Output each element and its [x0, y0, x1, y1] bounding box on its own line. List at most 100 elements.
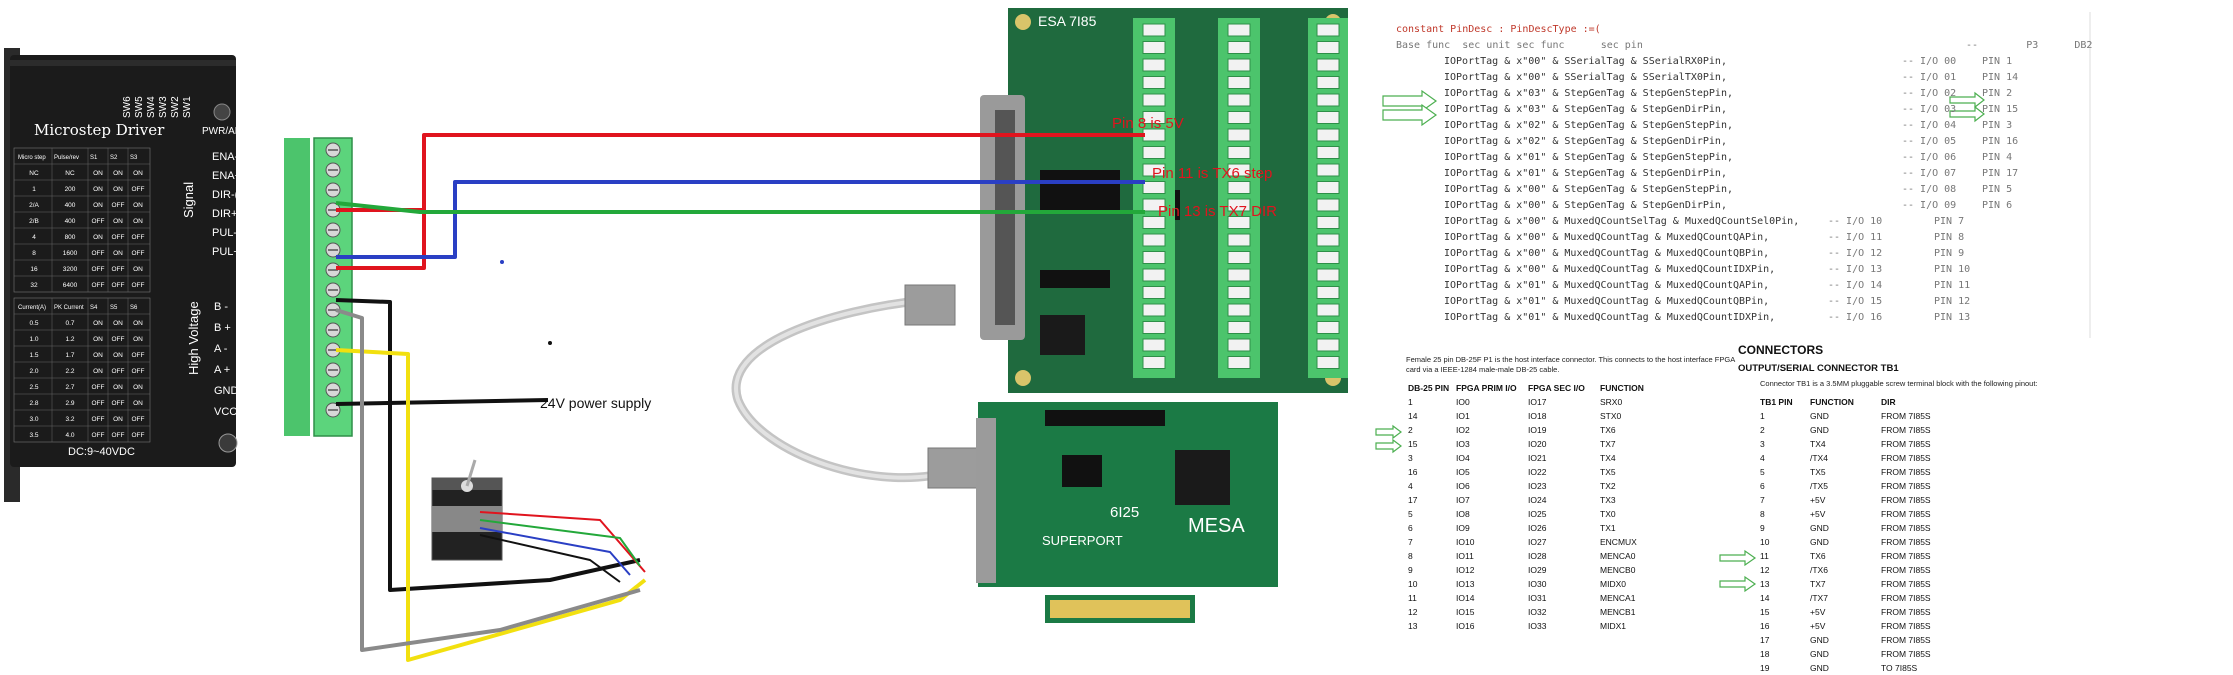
db25-cell: IO15: [1456, 607, 1475, 617]
driver-table-cell: ON: [93, 234, 103, 241]
db25-cell: 17: [1408, 495, 1418, 505]
db25-cell: IO31: [1528, 593, 1547, 603]
code-line: IOPortTag & x"00" & MuxedQCountTag & Mux…: [1444, 262, 1970, 278]
pin-description-code: constant PinDesc : PinDescType :=( Base …: [1396, 22, 2096, 342]
arrow-tb1-13: [1719, 575, 1757, 593]
wire-blue-step: [336, 180, 1145, 259]
tb1-cell: /TX6: [1810, 565, 1828, 575]
driver-table-cell: ON: [113, 416, 123, 423]
code-line-comment: -- I/O 09: [1902, 200, 1957, 211]
driver-table-cell: OFF: [92, 384, 105, 391]
tb1-cell: FROM 7I85S: [1881, 607, 1931, 617]
hv-pin-label: A -: [214, 343, 228, 355]
tb1-cell: +5V: [1810, 607, 1826, 617]
signal-pin-label: DIR+(+5V): [212, 208, 265, 220]
code-line-text: IOPortTag & x"01" & MuxedQCountTag & Mux…: [1444, 296, 1770, 307]
tb1-cell: 11: [1760, 551, 1769, 561]
tb1-cell: /TX7: [1810, 593, 1828, 603]
code-line-pin: PIN 11: [1934, 280, 1971, 291]
db25-cell: 13: [1408, 621, 1418, 631]
driver-table-cell: ON: [113, 170, 123, 177]
driver-table-header: Current(A): [18, 305, 46, 311]
driver-table-cell: OFF: [112, 368, 125, 375]
stepper-motor: [431, 459, 503, 561]
db25-cell: IO18: [1528, 411, 1547, 421]
db25-cell: 2: [1408, 425, 1413, 435]
tb1-cell: FROM 7I85S: [1881, 453, 1931, 463]
wire-red-5v-jumper: [336, 210, 426, 270]
tb1-cell: /TX4: [1810, 453, 1828, 463]
db25-cell: IO21: [1528, 453, 1547, 463]
driver-table-cell: 4.0: [65, 432, 74, 439]
code-line: IOPortTag & x"01" & MuxedQCountTag & Mux…: [1444, 310, 1970, 326]
mesa-6i25-board: 6I25 MESA SUPERPORT: [976, 402, 1278, 623]
code-line: IOPortTag & x"03" & StepGenTag & StepGen…: [1444, 86, 2012, 102]
driver-table-cell: 400: [65, 202, 76, 209]
code-line-text: IOPortTag & x"01" & MuxedQCountTag & Mux…: [1444, 280, 1770, 291]
code-header-right: -- P3 DB2: [1966, 40, 2093, 51]
driver-table-cell: ON: [133, 384, 143, 391]
driver-table-header: S5: [110, 305, 118, 311]
code-line-pin: PIN 14: [1982, 72, 2019, 83]
tb1-cell: +5V: [1810, 495, 1826, 505]
signal-pin-label: ENA-(ENA): [212, 151, 268, 163]
driver-table-cell: 2.8: [29, 400, 38, 407]
wire-motor-green: [479, 519, 641, 567]
db25-cell: IO6: [1456, 481, 1470, 491]
driver-table-cell: OFF: [112, 234, 125, 241]
driver-table-cell: 1600: [63, 250, 78, 257]
code-line-comment: -- I/O 01: [1902, 72, 1957, 83]
dip-switch-label: SW3: [158, 96, 169, 118]
code-line-pin: PIN 4: [1982, 152, 2013, 163]
tb1-cell: FROM 7I85S: [1881, 467, 1931, 477]
tb1-cell: 12: [1760, 565, 1770, 575]
db25-cell: TX3: [1600, 495, 1616, 505]
driver-table-cell: OFF: [92, 250, 105, 257]
driver-table-cell: 2.0: [29, 368, 38, 375]
wire-black-gnd: [335, 398, 549, 406]
wire-motor-black: [479, 534, 621, 583]
db25-cell: IO19: [1528, 425, 1547, 435]
db25-cell: IO13: [1456, 579, 1475, 589]
driver-table-header: PK Current: [54, 305, 84, 311]
driver-table-cell: OFF: [132, 352, 145, 359]
arrow-db25-2: [1375, 424, 1402, 440]
db25-cell: IO29: [1528, 565, 1547, 575]
tb1-cell: 4: [1760, 453, 1765, 463]
code-line-comment: -- I/O 11: [1828, 232, 1883, 243]
arrow-code-pin15: [1382, 103, 1438, 127]
board-6i25-superport: SUPERPORT: [1042, 533, 1123, 548]
tb1-cell: 10: [1760, 537, 1770, 547]
code-line: IOPortTag & x"00" & StepGenTag & StepGen…: [1444, 182, 2012, 198]
tb1-cell: GND: [1810, 663, 1829, 673]
db25-cell: IO27: [1528, 537, 1547, 547]
driver-table-cell: ON: [93, 186, 103, 193]
driver-table-cell: 2.9: [65, 400, 74, 407]
arrow-db2-pin15: [1949, 105, 1985, 123]
db25-cell: TX2: [1600, 481, 1616, 491]
db25-cable: [731, 284, 979, 489]
tb1-cell: 15: [1760, 607, 1770, 617]
driver-table-cell: ON: [93, 336, 103, 343]
driver-table-cell: ON: [113, 320, 123, 327]
pwr-alarm-label: PWR/ALARM: [202, 126, 263, 137]
driver-table-cell: ON: [133, 336, 143, 343]
code-line-text: IOPortTag & x"00" & MuxedQCountTag & Mux…: [1444, 264, 1776, 275]
code-line-comment: -- I/O 10: [1828, 216, 1883, 227]
db25-intro: Female 25 pin DB-25F P1 is the host inte…: [1406, 355, 1735, 374]
code-line: IOPortTag & x"00" & MuxedQCountTag & Mux…: [1444, 230, 1964, 246]
code-line-text: IOPortTag & x"00" & MuxedQCountTag & Mux…: [1444, 232, 1770, 243]
code-line: IOPortTag & x"00" & MuxedQCountSelTag & …: [1444, 214, 1964, 230]
driver-table-cell: ON: [133, 202, 143, 209]
driver-table-cell: ON: [93, 352, 103, 359]
wire-red-5v: [336, 133, 1145, 212]
dip-switch-label: SW5: [134, 96, 145, 118]
driver-table-cell: 1.2: [65, 336, 74, 343]
